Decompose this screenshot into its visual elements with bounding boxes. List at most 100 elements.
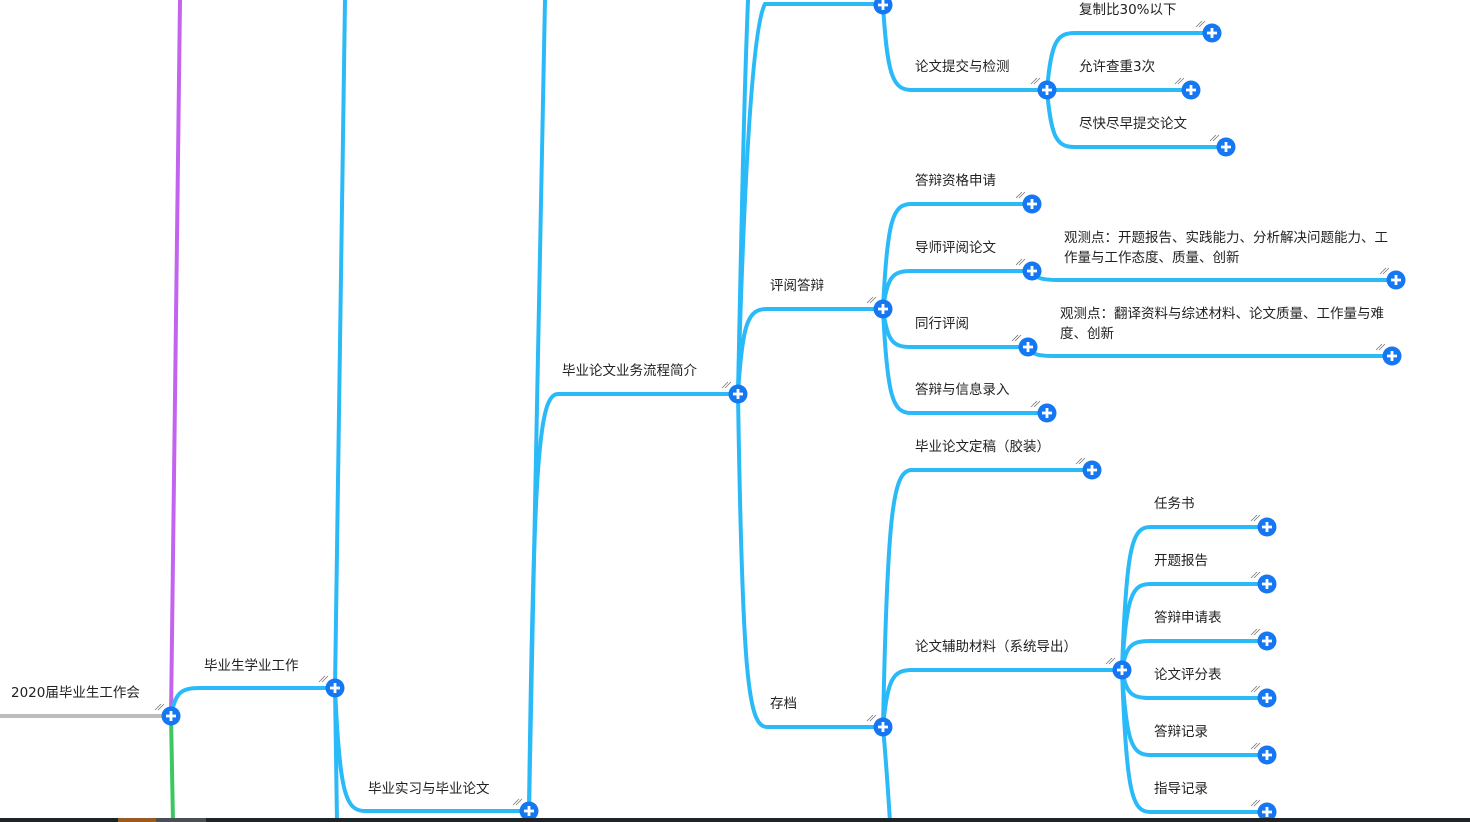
offscreen-branch-line [736, 2, 885, 396]
resize-handle-icon [1382, 267, 1390, 275]
plus-icon [1023, 342, 1033, 352]
zige-expand-button[interactable] [1015, 191, 1042, 214]
node-label-zhidao[interactable]: 指导记录 [1154, 781, 1208, 797]
resize-handle-icon [1014, 334, 1022, 342]
node-label-guance1[interactable]: 观测点：开题报告、实践能力、分析解决问题能力、工作量与工作态度、质量、创新 [1064, 230, 1388, 266]
jilu-expand-button[interactable] [1250, 742, 1277, 765]
resize-handle-icon [1075, 457, 1083, 465]
guance1-branch-line [1030, 269, 1398, 282]
node-label-fuzhu[interactable]: 论文辅助材料（系统导出） [915, 639, 1077, 655]
node-label-shixi[interactable]: 毕业实习与毕业论文 [368, 781, 490, 797]
plus-icon [1042, 408, 1052, 418]
purple-branch-line [169, 0, 182, 717]
offscreen-branch-line [333, 0, 347, 690]
node-label-tijiao[interactable]: 论文提交与检测 [915, 59, 1010, 75]
shenqing-expand-button[interactable] [1250, 628, 1277, 651]
node-label-chachong[interactable]: 允许查重3次 [1079, 59, 1156, 75]
liucheng-branch-line [527, 392, 740, 813]
root-expand-button[interactable] [154, 703, 181, 726]
xueye-expand-button[interactable] [318, 675, 345, 698]
node-label-guance2[interactable]: 观测点：翻译资料与综述材料、论文质量、工作量与难度、创新 [1060, 306, 1384, 342]
node-label-jilu[interactable]: 答辩记录 [1154, 724, 1208, 740]
pingyue-branch-line [736, 307, 885, 396]
resize-handle-icon [1253, 628, 1261, 636]
tonghang-expand-button[interactable] [1011, 334, 1038, 357]
taskbar-app[interactable] [156, 818, 206, 822]
node-label-renwushu[interactable]: 任务书 [1154, 496, 1195, 512]
resize-handle-icon [1015, 258, 1023, 266]
zhidao-expand-button[interactable] [1250, 799, 1277, 822]
node-label-xueye[interactable]: 毕业生学业工作 [204, 658, 299, 674]
liucheng-expand-button[interactable] [721, 381, 748, 404]
plus-icon [1207, 28, 1217, 38]
dinggao-expand-button[interactable] [1075, 457, 1102, 480]
kaiti-expand-button[interactable] [1250, 571, 1277, 594]
plus-icon [733, 389, 743, 399]
plus-icon [330, 683, 340, 693]
resize-handle-icon [869, 296, 877, 304]
pingyue-expand-button[interactable] [866, 296, 893, 319]
xueye-branch-line [169, 686, 337, 718]
cundang-expand-button[interactable] [866, 714, 893, 737]
node-label-zige[interactable]: 答辩资格申请 [915, 173, 996, 189]
resize-handle-icon [154, 703, 162, 711]
plus-icon [1262, 636, 1272, 646]
resize-handle-icon [1250, 799, 1258, 807]
cundang-branch-line [736, 392, 885, 729]
resize-handle-icon [1250, 628, 1258, 636]
tijiao-expand-button[interactable] [1030, 77, 1057, 100]
guance2-expand-button[interactable] [1375, 343, 1402, 366]
resize-handle-icon [1195, 20, 1203, 28]
node-label-luru[interactable]: 答辩与信息录入 [915, 382, 1010, 398]
taskbar-app[interactable] [118, 818, 156, 822]
plus-icon [878, 0, 888, 10]
resize-handle-icon [1030, 400, 1038, 408]
node-label-fuzhibi[interactable]: 复制比30%以下 [1079, 2, 1177, 18]
shixi-branch-line [333, 686, 531, 813]
resize-handle-icon [721, 381, 729, 389]
guance1-expand-button[interactable] [1379, 267, 1406, 290]
node-label-tonghang[interactable]: 同行评阅 [915, 316, 969, 332]
resize-handle-icon [724, 381, 732, 389]
resize-handle-icon [1253, 514, 1261, 522]
node-label-liucheng[interactable]: 毕业论文业务流程简介 [562, 363, 697, 379]
plus-icon [878, 722, 888, 732]
node-label-jinkuai[interactable]: 尽快尽早提交论文 [1079, 116, 1187, 132]
node-label-pingyue[interactable]: 评阅答辩 [770, 278, 824, 294]
resize-handle-icon [869, 714, 877, 722]
resize-handle-icon [1033, 77, 1041, 85]
plus-icon [1087, 465, 1097, 475]
kaiti-branch-line [1120, 582, 1269, 672]
shixi-expand-button[interactable] [512, 798, 539, 821]
pingfen-expand-button[interactable] [1250, 685, 1277, 708]
node-label-shenqing[interactable]: 答辩申请表 [1154, 610, 1222, 626]
top-node-expand-button[interactable] [867, 0, 893, 15]
fuzhibi-expand-button[interactable] [1195, 20, 1222, 43]
zhidao-branch-line [1120, 668, 1269, 814]
chachong-expand-button[interactable] [1174, 77, 1201, 100]
resize-handle-icon [1030, 77, 1038, 85]
node-label-kaiti[interactable]: 开题报告 [1154, 553, 1208, 569]
tijiao-branch-line [881, 3, 1049, 92]
dinggao-branch-line [881, 468, 1094, 729]
resize-handle-icon [318, 675, 326, 683]
resize-handle-icon [1250, 571, 1258, 579]
jinkuai-expand-button[interactable] [1209, 134, 1236, 157]
node-label-cundang[interactable]: 存档 [770, 696, 797, 712]
node-label-dinggao[interactable]: 毕业论文定稿（胶装） [915, 439, 1050, 455]
node-label-root[interactable]: 2020届毕业生工作会 [11, 685, 140, 701]
daoshi-expand-button[interactable] [1015, 258, 1042, 281]
node-label-daoshi[interactable]: 导师评阅论文 [915, 240, 996, 256]
resize-handle-icon [1078, 457, 1086, 465]
fuzhu-expand-button[interactable] [1105, 657, 1132, 680]
resize-handle-icon [1253, 571, 1261, 579]
plus-icon [1391, 275, 1401, 285]
resize-handle-icon [866, 296, 874, 304]
renwushu-branch-line [1120, 525, 1269, 672]
luru-expand-button[interactable] [1030, 400, 1057, 423]
renwushu-expand-button[interactable] [1250, 514, 1277, 537]
node-label-pingfen[interactable]: 论文评分表 [1154, 667, 1222, 683]
luru-branch-line [881, 307, 1049, 415]
green-branch-line [169, 715, 175, 822]
